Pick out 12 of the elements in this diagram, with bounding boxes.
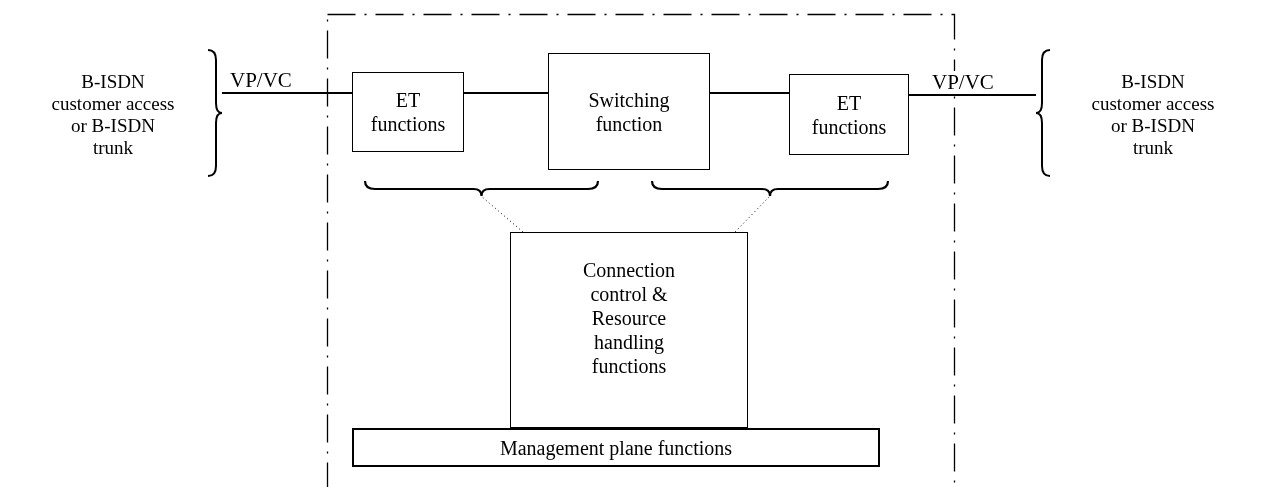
connector-line (908, 94, 1037, 96)
side-label: B-ISDN customer access or B-ISDN trunk (50, 71, 176, 159)
function-box: Connection control & Resource handling functions (510, 232, 748, 428)
function-box: ET functions (352, 72, 464, 152)
function-box: ET functions (789, 74, 909, 155)
function-box: Switching function (548, 53, 710, 170)
side-label: B-ISDN customer access or B-ISDN trunk (1090, 71, 1216, 159)
connector-line (463, 92, 549, 94)
connector-line (709, 92, 790, 94)
function-box: Management plane functions (352, 428, 880, 467)
connector-line (221, 92, 353, 94)
leader-line (734, 195, 771, 233)
